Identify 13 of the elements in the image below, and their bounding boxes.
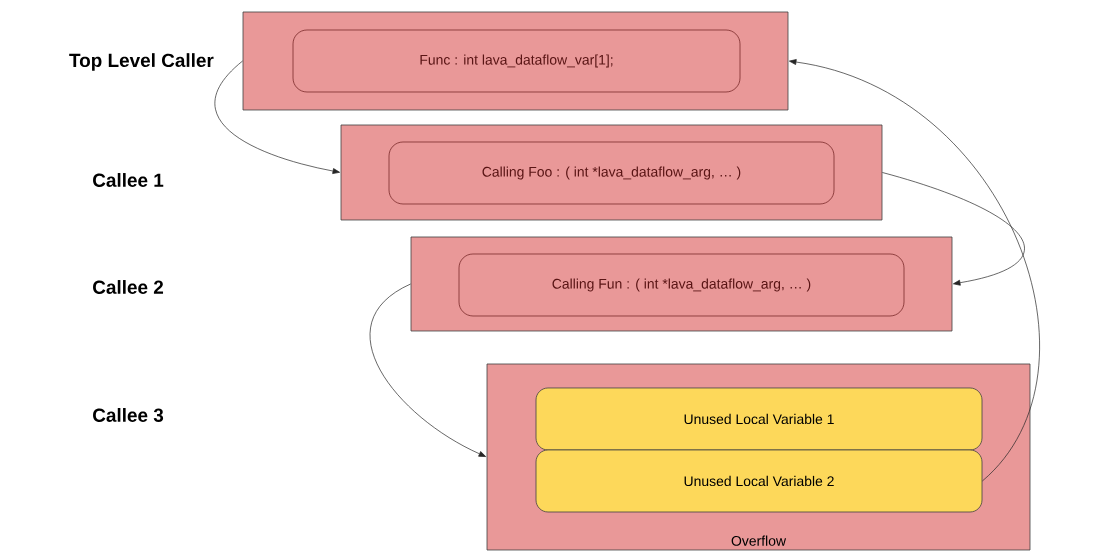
code-box: Calling Foo : ( int *lava_dataflow_arg, … ) — [388, 141, 835, 205]
curved-arrow — [789, 59, 1040, 482]
curved-arrow — [369, 283, 487, 457]
curved-arrow — [214, 60, 340, 174]
level-label: Callee 2 — [93, 280, 164, 294]
code-box: Func : int lava_dataflow_var[1]; — [292, 29, 741, 93]
level-label: Callee 3 — [93, 408, 164, 422]
level-label: Top Level Caller — [69, 53, 214, 71]
level-label: Callee 1 — [93, 173, 164, 187]
curved-arrow — [882, 172, 1025, 286]
variable-box: Unused Local Variable 1 — [535, 387, 983, 451]
code-box: Calling Fun : ( int *lava_dataflow_arg, … ) — [458, 253, 905, 317]
variable-box: Unused Local Variable 2 — [535, 449, 983, 513]
